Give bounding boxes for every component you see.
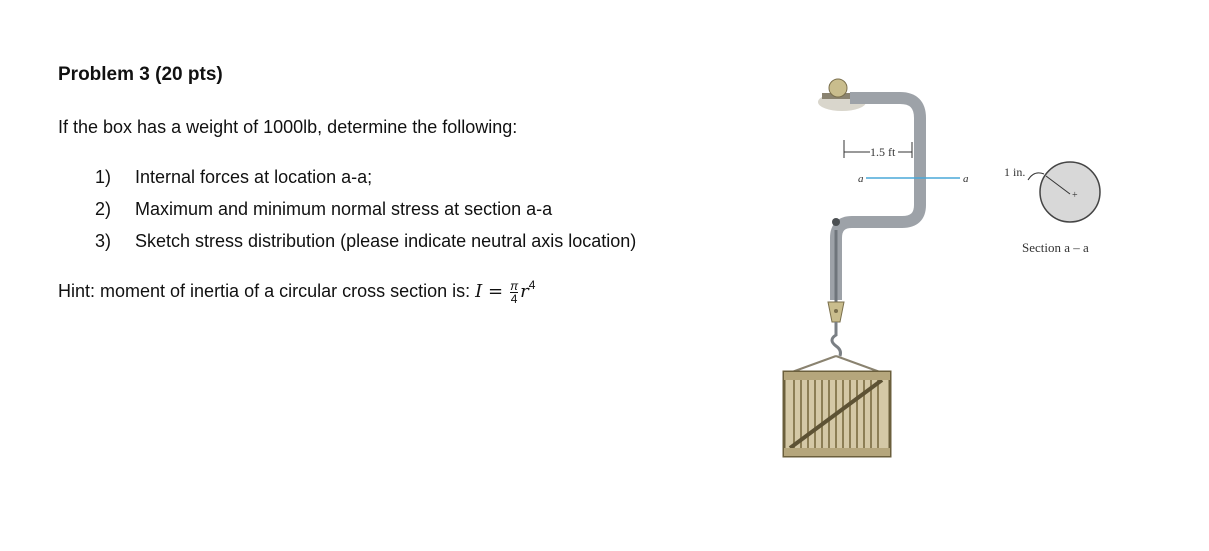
question-list: 1) Internal forces at location a-a; 2) Max…	[95, 165, 636, 261]
radius-leader	[1027, 172, 1045, 181]
cross-section-circle	[1039, 161, 1101, 223]
problem-intro: If the box has a weight of 1000lb, deter…	[58, 117, 518, 137]
hint-exponent: 4	[528, 278, 536, 292]
hook-pin	[834, 309, 838, 313]
item-text: Maximum and minimum normal stress at sec…	[135, 199, 553, 219]
pin-ball	[828, 78, 848, 98]
question-item: 1) Internal forces at location a-a;	[95, 165, 636, 197]
item-text: Internal forces at location a-a;	[135, 167, 373, 187]
joint-pin	[832, 218, 840, 226]
section-label-right: a	[963, 173, 969, 185]
question-item: 3) Sketch stress distribution (please ind…	[95, 229, 636, 261]
fraction-denominator: 4	[510, 291, 519, 306]
dim-label: 1.5 ft	[870, 145, 896, 159]
crate-top-rail	[784, 372, 890, 380]
problem-title: Problem 3 (20 pts)	[58, 64, 223, 85]
radius-line	[1045, 175, 1071, 195]
radius-label: 1 in.	[1004, 165, 1025, 179]
center-mark: +	[1072, 190, 1078, 201]
rope-left	[791, 355, 837, 373]
frame-lower-curve	[830, 190, 926, 300]
section-caption: Section a – a	[1022, 240, 1089, 255]
frame-top-bar	[850, 92, 926, 190]
hook-box-figure: 1.5 ft a a + 1 in. Section a – a	[782, 78, 1101, 458]
item-number: 1)	[95, 167, 112, 187]
crate-brace	[788, 378, 884, 450]
hook-chain	[830, 322, 842, 357]
hint-text: Hint: moment of inertia of a circular cr…	[58, 281, 476, 301]
item-number: 3)	[95, 231, 112, 251]
crate-bottom-rail	[784, 448, 890, 456]
rope-right	[835, 355, 881, 373]
hint-line: Hint: moment of inertia of a circular cr…	[58, 278, 535, 305]
item-text: Sketch stress distribution (please indic…	[135, 231, 637, 251]
hint-formula-lhs: I =	[475, 281, 504, 302]
question-item: 2) Maximum and minimum normal stress at s…	[95, 197, 636, 229]
hint-variable: r	[520, 281, 529, 302]
fraction-numerator: π	[510, 278, 519, 293]
section-label-left: a	[858, 173, 864, 185]
item-number: 2)	[95, 199, 112, 219]
